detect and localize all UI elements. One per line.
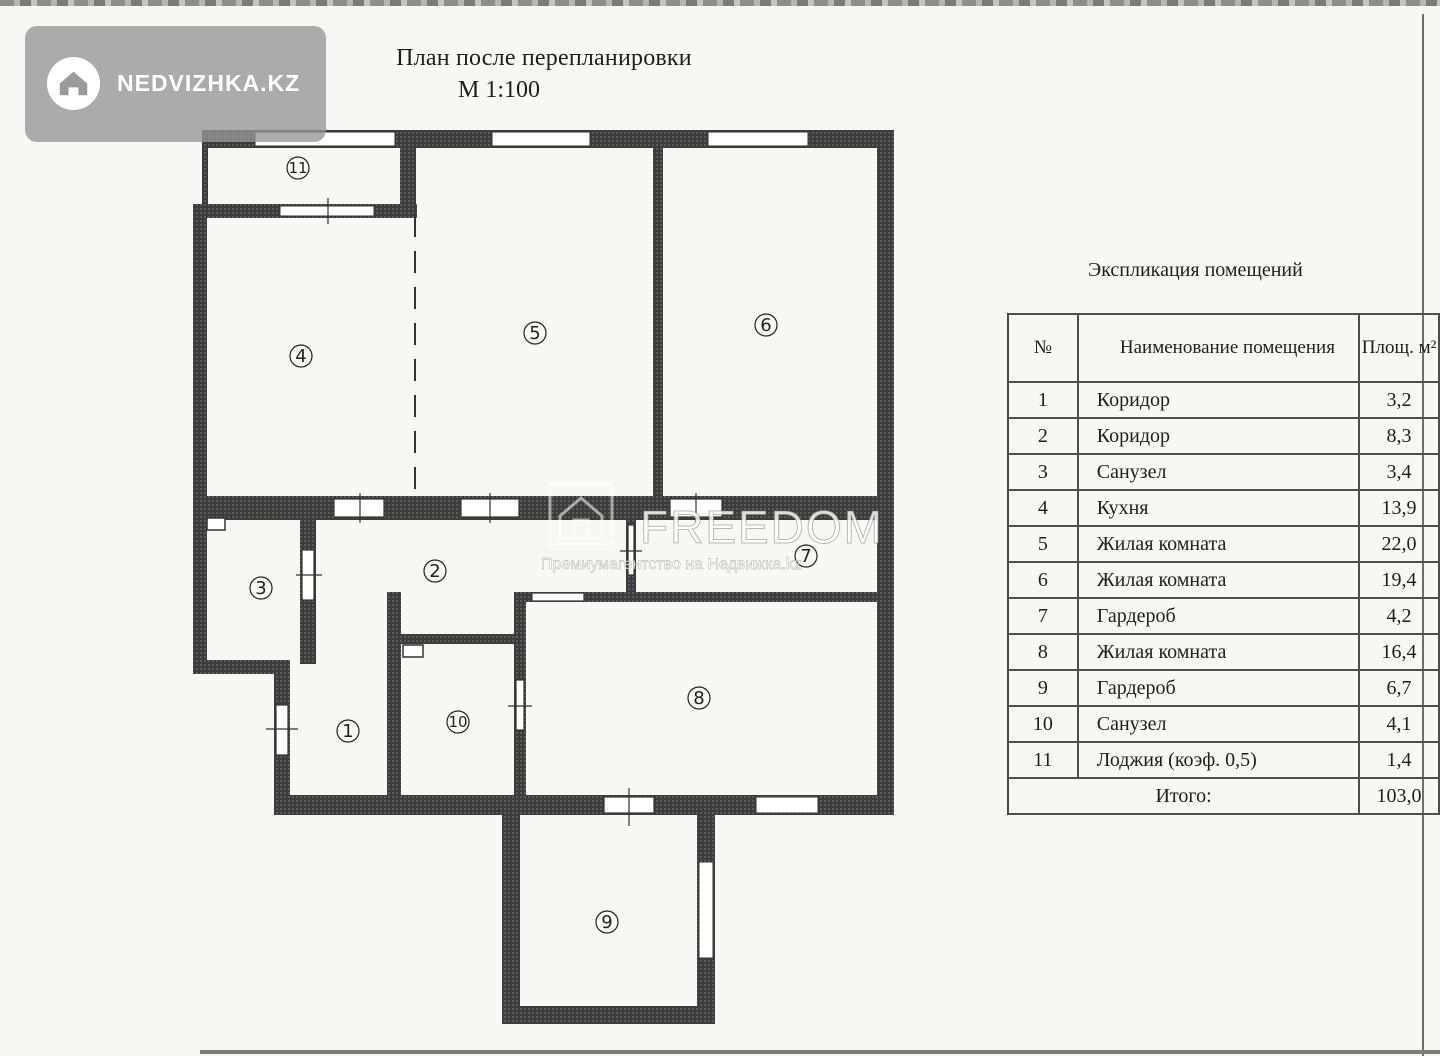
room-number-10: 10 xyxy=(448,713,467,731)
row-number: 10 xyxy=(1007,705,1079,743)
room-number-9: 9 xyxy=(601,912,612,933)
row-number: 3 xyxy=(1007,453,1079,491)
room-label-4: 4 xyxy=(289,344,313,368)
explication-header-row: № Наименование помещения Площ. м² xyxy=(1007,313,1440,383)
row-name: Гардероб xyxy=(1076,597,1361,635)
row-area: 3,2 xyxy=(1358,381,1440,419)
room-number-8: 8 xyxy=(693,688,704,709)
room-label-7: 7 xyxy=(794,544,818,568)
row-number: 8 xyxy=(1007,633,1079,671)
row-number: 6 xyxy=(1007,561,1079,599)
row-name: Коридор xyxy=(1076,381,1361,419)
total-value: 103,0 xyxy=(1358,777,1440,815)
room-number-2: 2 xyxy=(429,561,440,582)
row-number: 9 xyxy=(1007,669,1079,707)
header-number: № xyxy=(1007,313,1079,383)
room-label-11: 11 xyxy=(286,156,310,180)
row-area: 16,4 xyxy=(1358,633,1440,671)
doors xyxy=(266,198,723,826)
row-area: 1,4 xyxy=(1358,741,1440,779)
row-number: 5 xyxy=(1007,525,1079,563)
explication-title: Экспликация помещений xyxy=(1088,259,1303,281)
room-label-10: 10 xyxy=(446,710,470,734)
row-area: 6,7 xyxy=(1358,669,1440,707)
freedom-watermark-text: FREEDOM xyxy=(640,501,884,554)
room-number-11: 11 xyxy=(288,159,307,177)
walls xyxy=(193,130,894,1024)
room-number-4: 4 xyxy=(295,346,306,367)
room-number-5: 5 xyxy=(529,323,540,344)
plan-title: План после перепланировки xyxy=(396,45,692,71)
row-area: 4,1 xyxy=(1358,705,1440,743)
row-name: Санузел xyxy=(1076,453,1361,491)
row-name: Жилая комната xyxy=(1076,561,1361,599)
room-number-6: 6 xyxy=(760,315,771,336)
site-watermark-badge: NEDVIZHKA.KZ xyxy=(25,26,326,142)
freedom-logo-icon xyxy=(548,482,614,546)
room-label-2: 2 xyxy=(423,559,447,583)
row-area: 22,0 xyxy=(1358,525,1440,563)
row-number: 7 xyxy=(1007,597,1079,635)
row-name: Лоджия (коэф. 0,5) xyxy=(1076,741,1361,779)
freedom-watermark-subtitle: Премиумагентство на Недвижка.kz xyxy=(541,556,802,573)
floor-plan-drawing: 1 2 3 4 5 6 7 xyxy=(193,130,894,1024)
total-label: Итого: xyxy=(1006,777,1361,815)
room-number-7: 7 xyxy=(800,546,811,567)
row-name: Кухня xyxy=(1076,489,1361,527)
windows xyxy=(254,131,819,959)
fixtures xyxy=(206,517,424,658)
room-labels: 1 2 3 4 5 6 7 xyxy=(249,156,818,934)
explication-total-row: Итого: 103,0 xyxy=(1006,777,1440,815)
header-name: Наименование помещения xyxy=(1076,313,1361,383)
row-area: 13,9 xyxy=(1358,489,1440,527)
room-label-9: 9 xyxy=(595,910,619,934)
header-area: Площ. м² xyxy=(1358,313,1440,383)
site-watermark-text: NEDVIZHKA.KZ xyxy=(117,70,301,96)
room-label-5: 5 xyxy=(523,321,547,345)
row-number: 2 xyxy=(1007,417,1079,455)
row-area: 19,4 xyxy=(1358,561,1440,599)
home-icon xyxy=(46,56,101,111)
scan-edge-top xyxy=(0,0,1440,6)
row-number: 1 xyxy=(1007,381,1079,419)
row-name: Жилая комната xyxy=(1076,525,1361,563)
row-area: 8,3 xyxy=(1358,417,1440,455)
row-area: 4,2 xyxy=(1358,597,1440,635)
room-label-8: 8 xyxy=(687,686,711,710)
row-name: Жилая комната xyxy=(1076,633,1361,671)
row-name: Гардероб xyxy=(1076,669,1361,707)
room-label-1: 1 xyxy=(336,719,360,743)
row-area: 3,4 xyxy=(1358,453,1440,491)
scan-edge-bottom xyxy=(200,1050,1440,1054)
plan-scale: М 1:100 xyxy=(457,77,540,103)
room-label-6: 6 xyxy=(754,313,778,337)
room-label-3: 3 xyxy=(249,576,273,600)
room-number-1: 1 xyxy=(342,721,353,742)
row-number: 4 xyxy=(1007,489,1079,527)
room-number-3: 3 xyxy=(255,578,266,599)
row-number: 11 xyxy=(1007,741,1079,779)
row-name: Коридор xyxy=(1076,417,1361,455)
row-name: Санузел xyxy=(1076,705,1361,743)
